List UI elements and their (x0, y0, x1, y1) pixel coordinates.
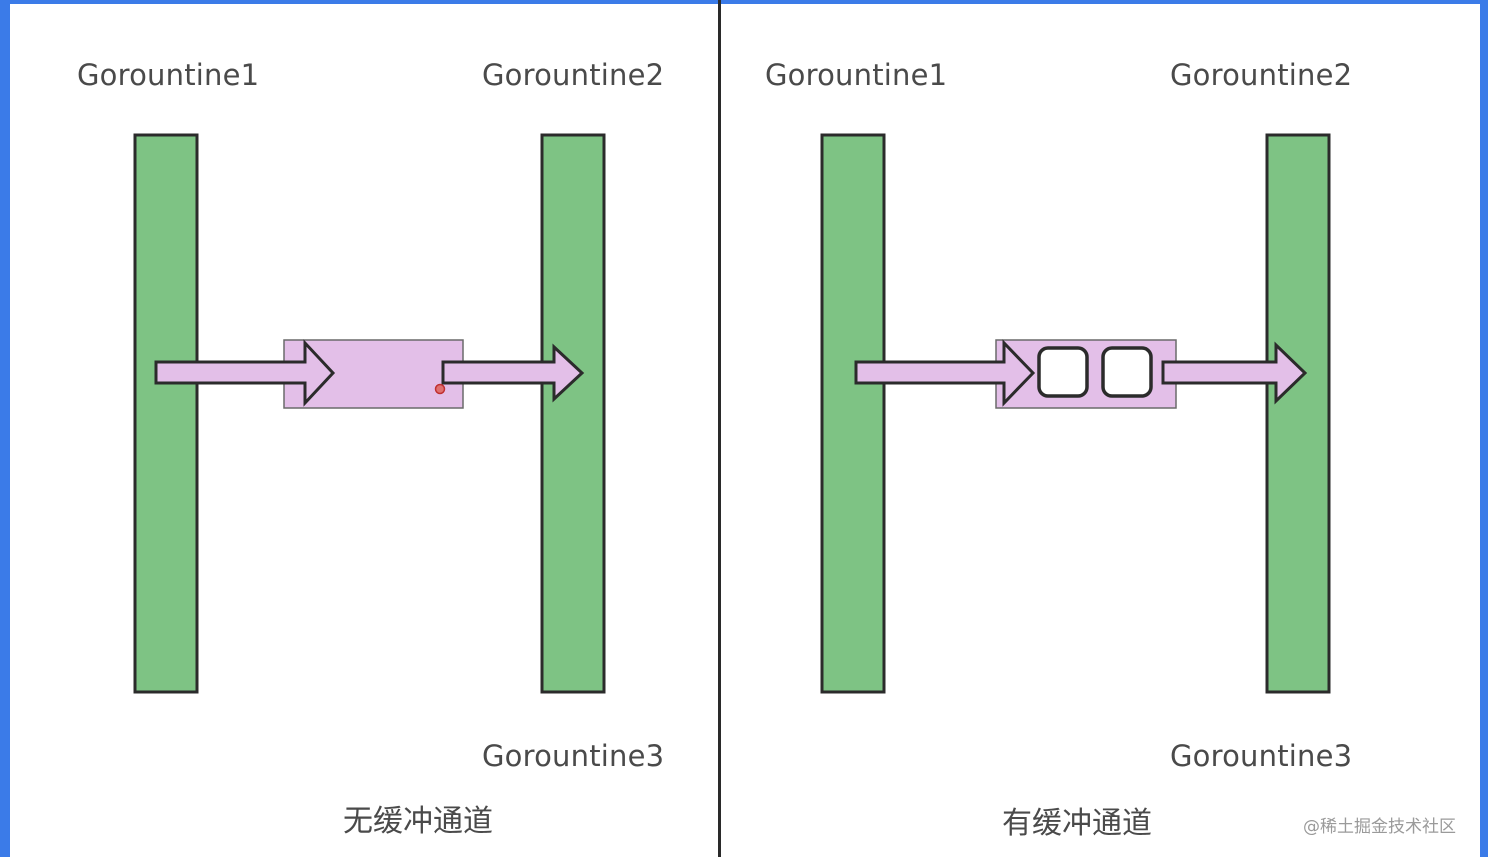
watermark: @稀土掘金技术社区 (1303, 817, 1456, 837)
left-goroutine3-label: Gorountine3 (482, 739, 665, 773)
left-goroutine2-bar (540, 133, 606, 694)
panel-divider (718, 0, 721, 857)
left-goroutine2-label: Gorountine2 (482, 58, 665, 92)
window-left-edge (0, 0, 10, 857)
buffer-slot-1 (1037, 346, 1089, 398)
window-top-edge (0, 0, 1488, 4)
left-goroutine1-bar (133, 133, 199, 694)
left-receive-arrow (441, 343, 585, 403)
right-goroutine2-bar (1265, 133, 1331, 694)
right-caption-buffered: 有缓冲通道 (1002, 806, 1152, 841)
left-caption-unbuffered: 无缓冲通道 (343, 804, 493, 839)
right-receive-arrow (1161, 341, 1308, 405)
right-goroutine2-label: Gorountine2 (1170, 58, 1353, 92)
window-right-edge (1480, 0, 1488, 857)
right-send-arrow (854, 339, 1036, 407)
cursor-dot (434, 383, 446, 395)
left-goroutine1-label: Gorountine1 (77, 58, 260, 92)
right-goroutine3-label: Gorountine3 (1170, 739, 1353, 773)
right-goroutine1-bar (820, 133, 886, 694)
buffer-slot-2 (1101, 346, 1153, 398)
left-send-arrow (154, 339, 336, 407)
right-goroutine1-label: Gorountine1 (765, 58, 948, 92)
